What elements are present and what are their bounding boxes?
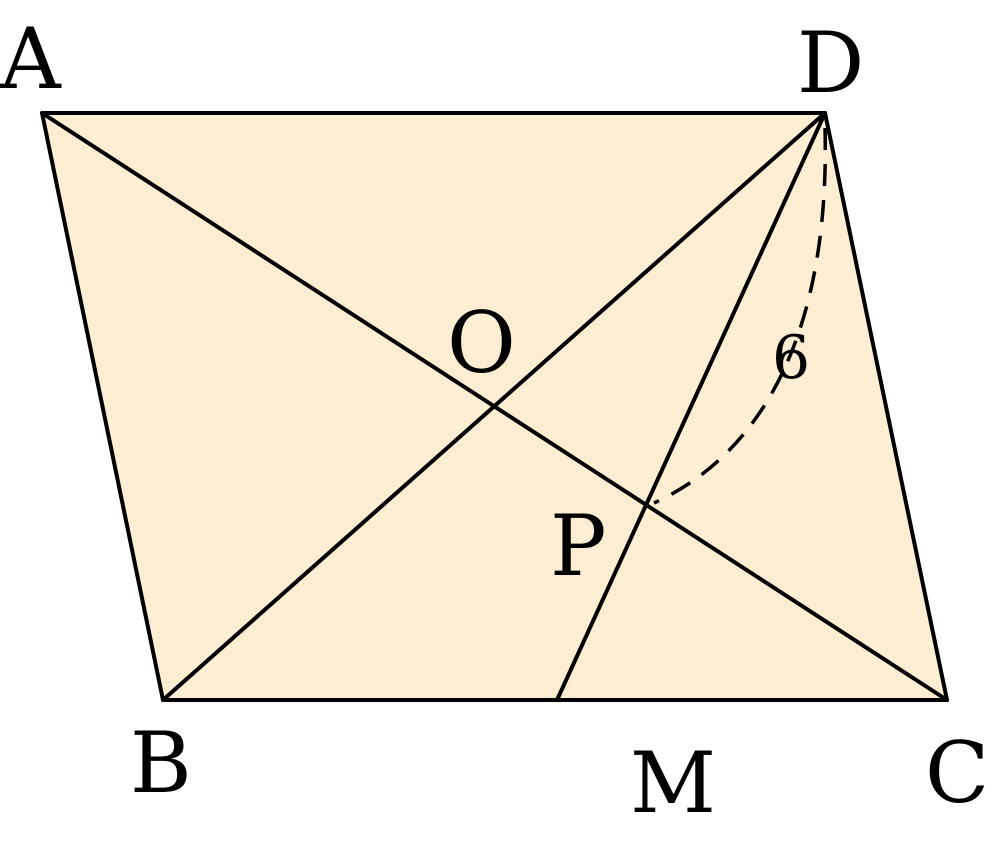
label-m: M xyxy=(630,734,716,832)
label-dp-length: 6 xyxy=(772,323,810,393)
label-o: O xyxy=(447,294,516,392)
label-p: P xyxy=(550,497,607,595)
label-b: B xyxy=(130,714,192,812)
label-d: D xyxy=(797,14,864,112)
segment-dm xyxy=(555,111,827,702)
label-c: C xyxy=(925,724,989,822)
diagonal-bd xyxy=(161,111,827,702)
label-a: A xyxy=(0,10,62,108)
dp-length-arc xyxy=(653,127,828,505)
